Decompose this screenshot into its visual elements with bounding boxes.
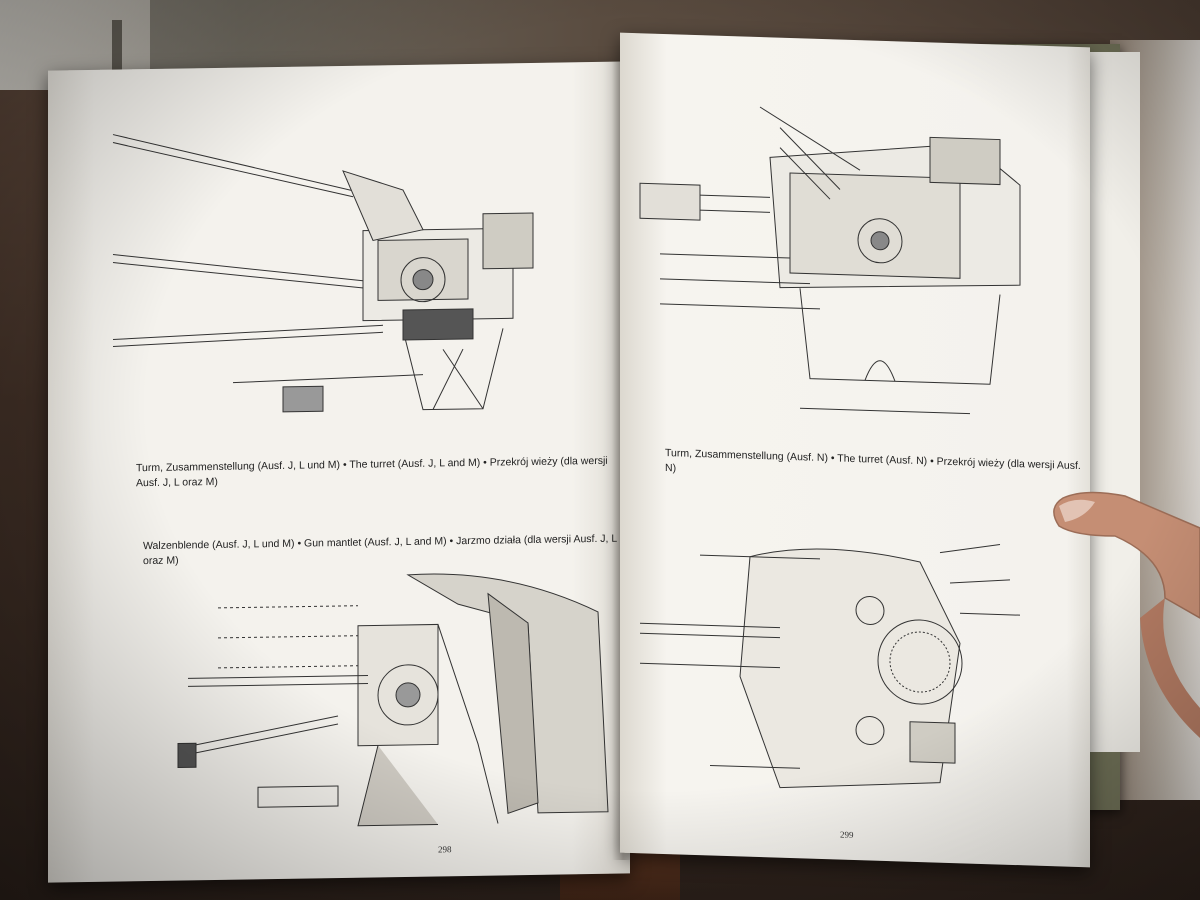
wall-rod: [112, 20, 122, 80]
left-page-number: 298: [438, 844, 452, 855]
turret-drawing-n: [639, 106, 1021, 415]
turret-drawing-top: [640, 544, 1020, 789]
turret-drawing-side: [112, 134, 534, 413]
right-page: Turm, Zusammenstellung (Ausf. N) • The t…: [620, 32, 1090, 868]
right-caption-top: Turm, Zusammenstellung (Ausf. N) • The t…: [665, 447, 1081, 475]
hand-icon: [1053, 491, 1200, 738]
left-caption-top: Turm, Zusammenstellung (Ausf. J, L und M…: [136, 454, 608, 490]
right-page-number: 299: [840, 829, 854, 840]
left-page: Turm, Zusammenstellung (Ausf. J, L und M…: [48, 61, 630, 883]
mantlet-drawing: [177, 573, 609, 827]
